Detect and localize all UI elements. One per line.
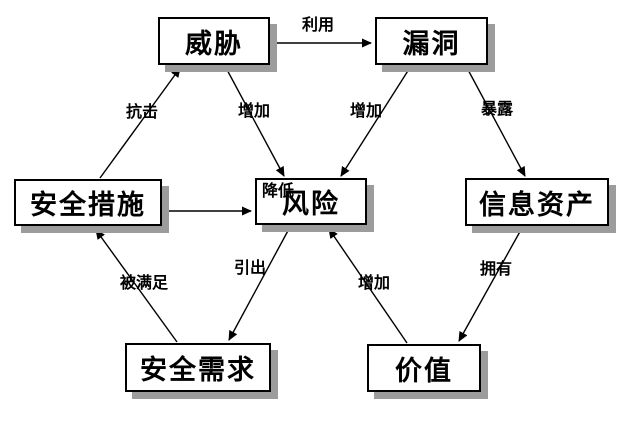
node-security-requirements: 安全需求	[125, 343, 271, 392]
edge-label-increase-threat: 增加	[237, 103, 271, 120]
edge-label-expose: 暴露	[480, 101, 514, 118]
edge-requirements-satisfied-by-measures	[95, 229, 178, 343]
edge-label-possess: 拥有	[479, 261, 513, 278]
edge-label-increase-value: 增加	[357, 275, 391, 292]
node-risk: 风险	[255, 178, 367, 225]
node-threat: 威胁	[158, 17, 270, 65]
edge-label-satisfied: 被满足	[119, 275, 169, 292]
edge-value-increases-risk	[328, 228, 408, 344]
edge-measures-resist-threat	[99, 67, 181, 179]
edge-vulnerability-increases-risk	[340, 65, 412, 177]
node-vulnerability: 漏洞	[375, 17, 488, 65]
edge-label-reduce: 降低	[261, 183, 295, 200]
edge-label-exploit: 利用	[301, 17, 335, 34]
edge-label-resist: 抗击	[125, 104, 159, 121]
edge-risk-leads-to-requirements	[228, 226, 291, 341]
node-information-assets: 信息资产	[465, 178, 609, 226]
edge-label-increase-vulnerability: 增加	[349, 103, 383, 120]
node-security-measures: 安全措施	[14, 179, 162, 226]
edge-assets-possess-value	[458, 227, 523, 342]
edge-vulnerability-exposes-assets	[465, 65, 526, 177]
edge-label-lead-to: 引出	[233, 260, 267, 277]
edge-threat-increases-risk	[224, 65, 285, 177]
node-value: 价值	[367, 344, 481, 392]
